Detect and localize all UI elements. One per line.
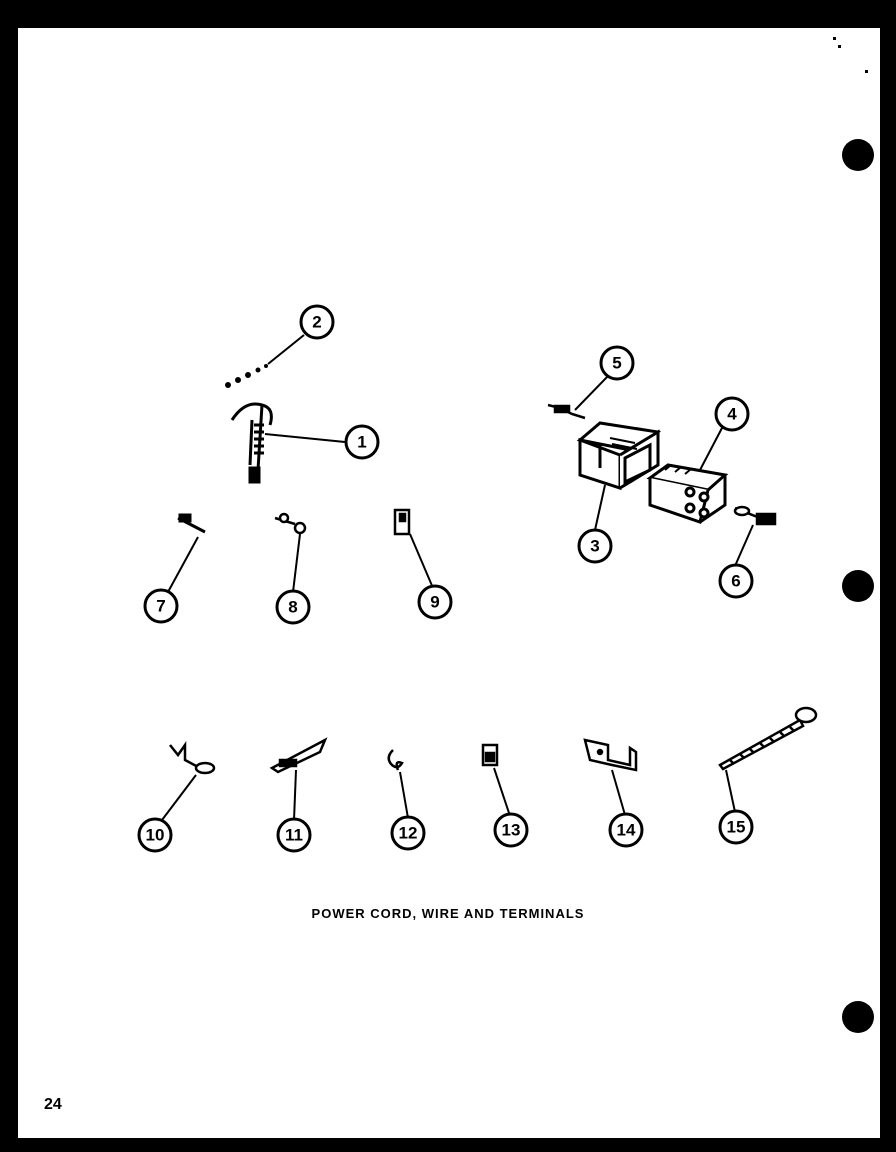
page-number: 24 — [44, 1096, 62, 1113]
binder-hole-top — [842, 139, 874, 171]
binder-hole-middle — [842, 570, 874, 602]
flag-terminal-11-part — [269, 737, 328, 774]
callout-6-label: 6 — [731, 572, 740, 591]
callout-13-label: 13 — [502, 821, 521, 840]
callout-11: 11 — [276, 817, 312, 853]
callout-13: 13 — [493, 812, 529, 848]
callout-2: 2 — [299, 304, 335, 340]
callout-3-label: 3 — [590, 537, 599, 556]
callout-1-label: 1 — [357, 433, 366, 452]
connector-13-part — [481, 743, 499, 767]
diagram-caption: POWER CORD, WIRE AND TERMINALS — [311, 906, 585, 921]
leader-lines — [161, 334, 754, 821]
callout-15-label: 15 — [727, 818, 746, 837]
callout-6: 6 — [718, 563, 754, 599]
callout-9-label: 9 — [430, 593, 439, 612]
callout-5: 5 — [599, 345, 635, 381]
callout-11-label: 11 — [285, 826, 303, 845]
wire-beads-part — [225, 364, 268, 388]
specks — [833, 37, 868, 73]
callout-8: 8 — [275, 589, 311, 625]
callout-2-label: 2 — [312, 313, 321, 332]
callout-14-label: 14 — [617, 821, 636, 840]
callout-5-label: 5 — [612, 354, 621, 373]
power-cord-part — [230, 402, 273, 484]
callout-7: 7 — [143, 588, 179, 624]
terminal-pin-6-part — [733, 505, 777, 526]
connector-plug-part — [646, 463, 729, 524]
callout-15: 15 — [718, 809, 754, 845]
callout-12-label: 12 — [399, 824, 418, 843]
connector-housing-part — [576, 421, 661, 491]
callout-7-label: 7 — [156, 597, 165, 616]
callout-4-label: 4 — [727, 405, 737, 424]
ring-terminal-10-part — [169, 741, 216, 775]
bracket-14-part — [583, 738, 638, 772]
terminal-7-part — [177, 513, 206, 534]
binder-hole-bottom — [842, 1001, 874, 1033]
callout-10: 10 — [137, 817, 173, 853]
wire-clip-12-part — [387, 749, 404, 771]
terminal-8-part — [274, 512, 307, 535]
terminal-pin-5-part — [547, 403, 586, 420]
callout-1: 1 — [344, 424, 380, 460]
callout-4: 4 — [714, 396, 750, 432]
cable-tie-15-part — [718, 706, 818, 771]
callout-14: 14 — [608, 812, 644, 848]
callout-12: 12 — [390, 815, 426, 851]
callout-3: 3 — [577, 528, 613, 564]
callout-10-label: 10 — [146, 826, 165, 845]
terminal-9-part — [393, 508, 411, 536]
callout-8-label: 8 — [288, 598, 297, 617]
callout-9: 9 — [417, 584, 453, 620]
